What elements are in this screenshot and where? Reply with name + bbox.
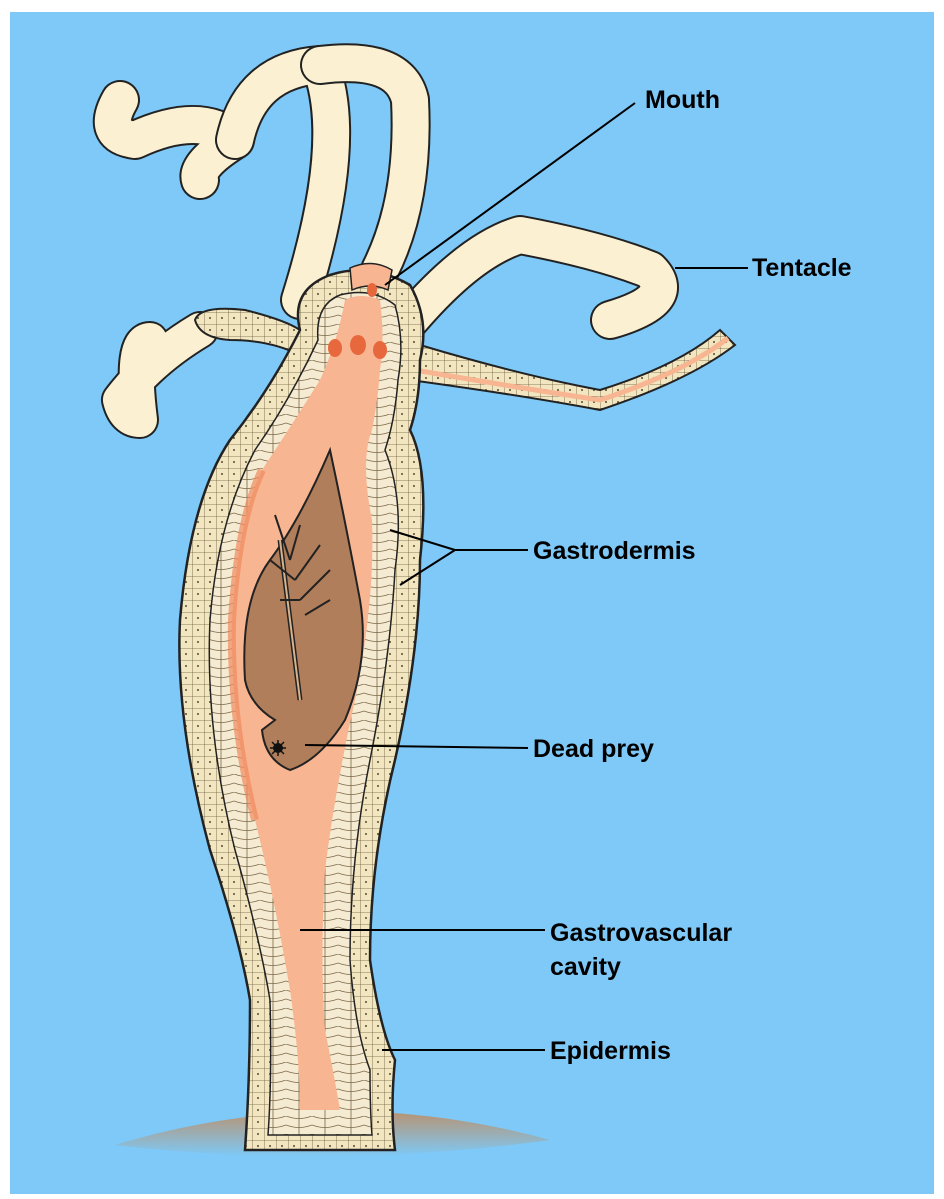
label-gastrovascular-line1: Gastrovascular <box>550 919 732 947</box>
label-epidermis: Epidermis <box>550 1037 671 1065</box>
label-dead-prey: Dead prey <box>533 735 654 763</box>
label-gastrodermis: Gastrodermis <box>533 537 696 565</box>
background-panel <box>10 12 934 1194</box>
label-mouth: Mouth <box>645 86 720 114</box>
label-tentacle: Tentacle <box>752 254 852 282</box>
label-gastrovascular-line2: cavity <box>550 953 621 981</box>
